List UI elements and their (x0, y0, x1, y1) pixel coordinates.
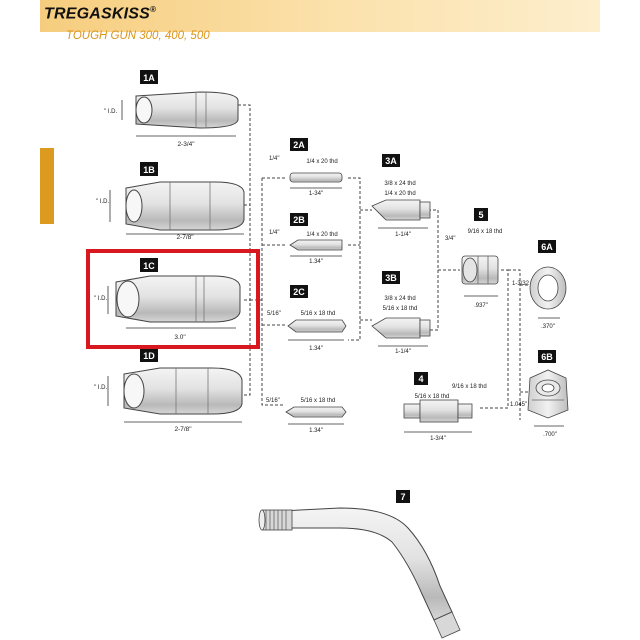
diffuser-3B (371, 317, 421, 339)
p1C-length: 3.0" (174, 334, 186, 341)
p6A-height: 1-3/32 (512, 281, 530, 287)
badge-2A (290, 138, 308, 151)
badge-3A (382, 154, 400, 167)
nozzle-1B (125, 181, 245, 231)
badge-6A (538, 240, 556, 253)
part-2D: 5/16" 5/16 x 18 thd 1.34" (266, 398, 347, 434)
badge-1D-label: 1D (143, 351, 155, 361)
nozzle-1A (135, 91, 239, 129)
part-1B: 1B " I.D. 2-7/8" (96, 162, 245, 241)
badge-1D (140, 349, 158, 362)
diffuser-3A (371, 199, 421, 221)
part-2B: 2B 1/4" 1/4 x 20 thd 1.34" (269, 213, 343, 265)
p4-length: 1-3/4" (430, 436, 446, 442)
p6B-width: .700" (543, 432, 557, 438)
p3A-thread1: 3/8 x 24 thd (384, 181, 415, 187)
p1A-length: 2-3/4" (177, 141, 195, 148)
p2A-thread: 1/4 x 20 thd (306, 159, 337, 165)
p2A-dia: 1/4" (269, 156, 279, 162)
badge-1B (140, 162, 158, 176)
tip-2A (289, 172, 343, 183)
header-bar (40, 0, 600, 32)
brand-title: TREGASKISS® (44, 5, 157, 23)
part-4: 4 9/16 x 18 thd 5/16 x 18 thd 1-3/4" (403, 372, 487, 442)
badge-1C-label: 1C (143, 261, 155, 271)
nozzle-1C (115, 275, 241, 323)
p2C-dia: 5/16" (267, 311, 281, 317)
tip-2C (287, 319, 347, 333)
p2C-thread: 5/16 x 18 thd (301, 311, 336, 317)
p3B-thread1: 3/8 x 24 thd (384, 296, 415, 302)
part-1C: 1C " I.D. 3.0" (86, 249, 260, 349)
p1D-id-label: " I.D. (94, 385, 107, 391)
p5-width: .937" (474, 303, 488, 309)
part-3B: 3B 3/8 x 24 thd 5/16 x 18 thd 1-1/4" (371, 271, 431, 355)
p2C-length: 1.34" (309, 346, 323, 352)
badge-2C-label: 2C (293, 287, 305, 297)
p6A-width: .370" (541, 324, 555, 330)
badge-6B (538, 350, 556, 363)
p3B-thread2: 5/16 x 18 thd (383, 306, 418, 312)
badge-5 (474, 208, 488, 221)
part-3A: 3A 3/8 x 24 thd 1/4 x 20 thd 1-1/4" (371, 154, 431, 238)
p4-thread1: 9/16 x 18 thd (452, 384, 487, 390)
badge-4-label: 4 (418, 374, 423, 384)
badge-7-label: 7 (400, 492, 405, 502)
badge-1A-label: 1A (143, 73, 155, 83)
p4-thread2: 5/16 x 18 thd (415, 394, 450, 400)
p2B-thread: 1/4 x 20 thd (306, 232, 337, 238)
part-2A: 2A 1/4" 1/4 x 20 thd 1-34" (269, 138, 343, 197)
p2B-dia: 1/4" (269, 230, 279, 236)
p1D-length: 2-7/8" (174, 426, 192, 433)
part-2C: 2C 5/16" 5/16 x 18 thd 1.34" (267, 285, 347, 352)
adapter-4 (403, 403, 421, 419)
p1C-id-label: " I.D. (94, 296, 107, 302)
p2D-dia: 5/16" (266, 398, 280, 404)
badge-3A-label: 3A (385, 156, 397, 166)
neck-thread-front (261, 509, 293, 531)
badge-2B (290, 213, 308, 226)
p3A-length: 1-1/4" (395, 232, 411, 238)
p2D-thread: 5/16 x 18 thd (301, 398, 336, 404)
p2A-length: 1-34" (309, 191, 323, 197)
p5-dia: 3/4" (445, 236, 455, 242)
tip-2B (289, 239, 343, 251)
part-5: 5 9/16 x 18 thd 3/4" .937" (445, 208, 502, 309)
badge-1C (140, 258, 158, 272)
part-1A: 1A " I.D. 2-3/4" (104, 70, 239, 148)
part-7: 7 (258, 490, 461, 639)
p3A-thread2: 1/4 x 20 thd (384, 191, 415, 197)
part-6B: 6B 1.045" .700" (510, 350, 569, 438)
badge-6B-label: 6B (541, 352, 553, 362)
p3B-length: 1-1/4" (395, 349, 411, 355)
side-tab-marker (40, 148, 54, 224)
part-6A: 6A 1-3/32 .370" (512, 240, 567, 330)
p2B-length: 1.34" (309, 259, 323, 265)
badge-1B-label: 1B (143, 165, 155, 175)
p5-thread: 9/16 x 18 thd (468, 229, 503, 235)
p1B-id-label: " I.D. (96, 199, 109, 205)
subtitle: TOUGH GUN 300, 400, 500 (66, 30, 210, 42)
badge-3B (382, 271, 400, 284)
nozzle-1D (123, 367, 243, 415)
neck-tube (265, 507, 453, 621)
p2D-length: 1.34" (309, 428, 323, 434)
badge-2B-label: 2B (293, 215, 305, 225)
neck-thread-rear (433, 611, 461, 639)
p6B-height: 1.045" (510, 402, 527, 408)
badge-2C (290, 285, 308, 298)
badge-4 (414, 372, 428, 385)
badge-1A (140, 70, 158, 84)
p1B-length: 2-7/8" (176, 234, 194, 241)
tip-2D (285, 406, 347, 418)
highlight-box (86, 249, 260, 349)
badge-6A-label: 6A (541, 242, 553, 252)
badge-2A-label: 2A (293, 140, 305, 150)
badge-3B-label: 3B (385, 273, 397, 283)
badge-5-label: 5 (478, 210, 483, 220)
p1A-id-label: " I.D. (104, 109, 117, 115)
part-1D: 1D " I.D. 2-7/8" (94, 349, 243, 433)
badge-7 (396, 490, 410, 503)
